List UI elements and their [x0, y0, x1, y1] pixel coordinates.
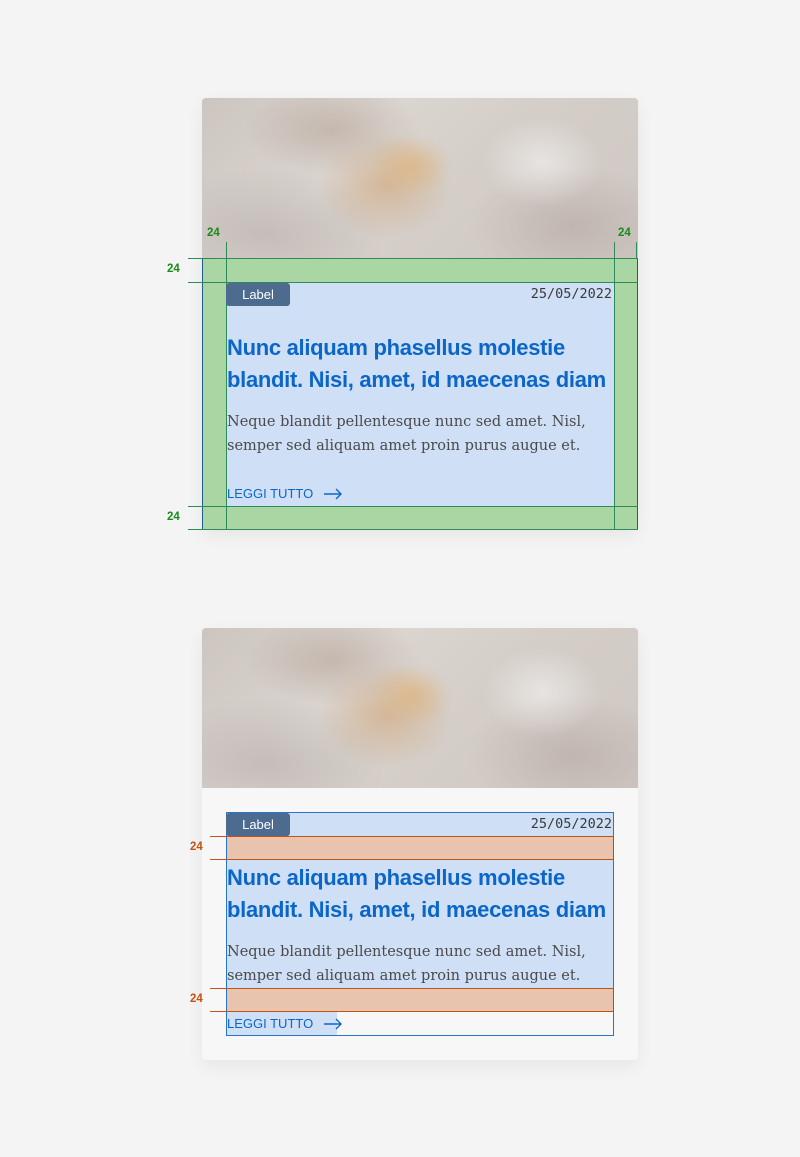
arrow-right-icon — [324, 1018, 343, 1030]
content-outline — [226, 812, 614, 1036]
guide-line — [188, 506, 638, 507]
guide-line — [188, 258, 638, 259]
link-zone — [227, 1012, 337, 1035]
guide-line — [226, 242, 227, 530]
guide-line — [210, 1011, 614, 1012]
guide-line — [210, 836, 614, 837]
spacing-zone — [227, 988, 613, 1012]
spacing-bottom-annotation: 24 — [190, 993, 203, 1005]
arrow-right-icon — [324, 488, 343, 500]
card-label-badge: Label — [226, 283, 290, 306]
padding-bottom-annotation: 24 — [167, 511, 180, 523]
text-zone — [227, 860, 613, 988]
read-more-link[interactable]: LEGGI TUTTO — [227, 1012, 343, 1036]
guide-line — [188, 529, 638, 530]
content-area — [226, 282, 614, 506]
card-description: Neque blandit pellentesque nunc sed amet… — [227, 414, 586, 454]
read-more-label: LEGGI TUTTO — [227, 1016, 314, 1031]
card-image — [202, 98, 638, 258]
card-image — [202, 628, 638, 788]
card-description: Neque blandit pellentesque nunc sed amet… — [227, 944, 586, 984]
guide-line — [614, 242, 615, 530]
padding-right-annotation: 24 — [618, 227, 631, 239]
spacing-zone — [227, 836, 613, 860]
header-zone — [227, 813, 613, 836]
guide-line — [210, 988, 614, 989]
read-more-link[interactable]: LEGGI TUTTO — [227, 482, 343, 506]
read-more-label: LEGGI TUTTO — [227, 486, 314, 501]
guide-line — [210, 859, 614, 860]
card-title[interactable]: Nunc aliquam phasellus molestie blandit.… — [227, 335, 606, 392]
spacing-top-annotation: 24 — [190, 841, 203, 853]
card-label-badge: Label — [226, 813, 290, 836]
card-date: 25/05/2022 — [530, 816, 612, 832]
guide-line — [636, 242, 637, 258]
card-date: 25/05/2022 — [530, 286, 612, 302]
guide-line — [188, 282, 638, 283]
padding-left-annotation: 24 — [207, 227, 220, 239]
card-title[interactable]: Nunc aliquam phasellus molestie blandit.… — [227, 865, 606, 922]
padding-top-annotation: 24 — [167, 263, 180, 275]
